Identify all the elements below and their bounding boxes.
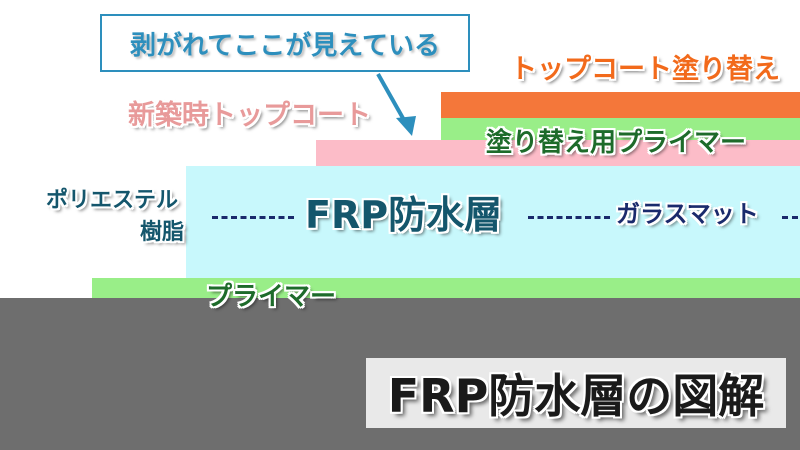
callout-arrow-icon xyxy=(376,73,416,136)
diagram-title: FRP防水層の図解 xyxy=(387,369,765,423)
frp-layer xyxy=(186,166,800,278)
callout-box: 剥がれてここが見えている xyxy=(100,14,470,72)
label-recoat-primer: 塗り替え用プライマー xyxy=(486,128,747,158)
leader-line-far-right xyxy=(782,216,798,219)
label-primer: プライマー xyxy=(206,282,337,312)
leader-line-left xyxy=(212,216,294,219)
new-topcoat-layer xyxy=(316,140,800,166)
label-glass-mat: ガラスマット xyxy=(616,200,759,228)
topcoat-recoat-layer xyxy=(441,92,800,118)
leader-line-right xyxy=(528,216,610,219)
callout-text: 剥がれてここが見えている xyxy=(130,30,440,61)
diagram-title-box: FRP防水層の図解 xyxy=(366,358,786,428)
primer-layer xyxy=(92,278,800,298)
label-topcoat-recoat: トップコート塗り替え xyxy=(510,54,780,85)
recoat-primer-layer xyxy=(441,118,800,140)
label-new-topcoat: 新築時トップコート xyxy=(128,100,371,131)
label-frp-layer: FRP防水層 xyxy=(305,193,503,237)
label-polyester-resin-line1: ポリエステル xyxy=(46,188,179,213)
label-polyester-resin-line2: 樹脂 xyxy=(140,220,185,245)
